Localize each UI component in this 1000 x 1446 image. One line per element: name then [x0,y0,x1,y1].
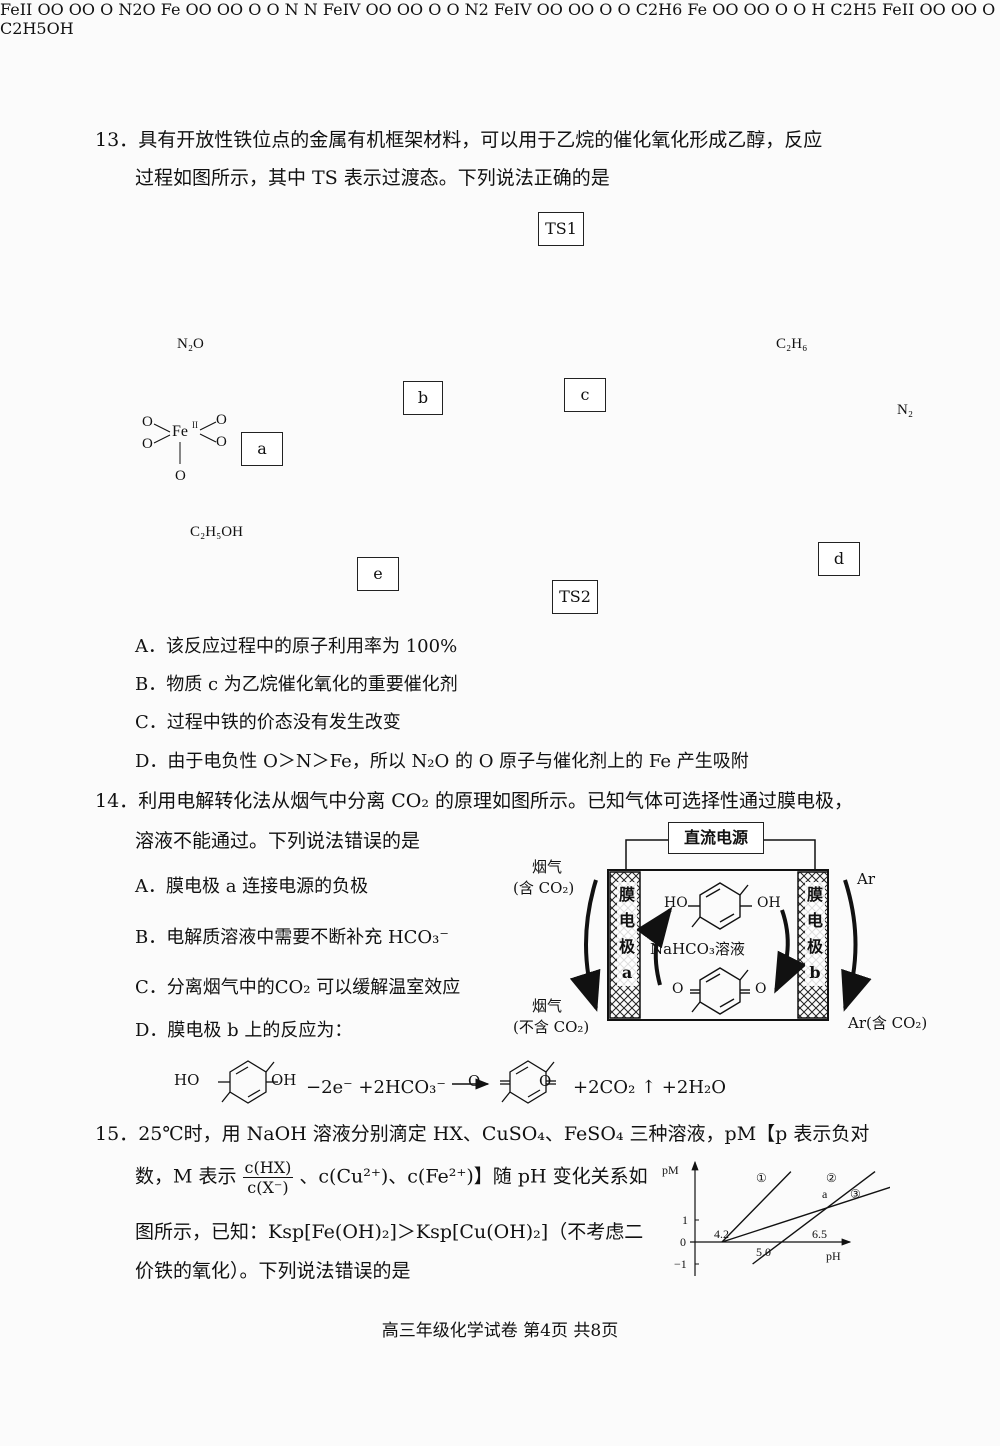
page-footer: 高三年级化学试卷 第4页 共8页 [381,1321,619,1341]
q13-stem-text1: 具有开放性铁位点的金属有机框架材料，可以用于乙烷的催化氧化形成乙醇，反应 [138,129,823,151]
dc-power-source: 直流电源 [668,822,764,854]
q15-line2: 数，M 表示 c(HX) c(X⁻) 、c(Cu²⁺)、c(Fe²⁺)】随 pH… [135,1158,648,1198]
ar-in-label: Ar [857,870,876,888]
svg-text:O: O [216,412,227,428]
q14-number: 14． [95,790,139,812]
tick-y-1: 1 [682,1213,688,1227]
annotation-series-2: ② [826,1171,837,1185]
tick-x-6.5: 6.5 [812,1227,827,1241]
quinone-o-left: O [672,981,684,997]
product-c2h5oh: C₂H₅OH [190,524,243,540]
tick-y-0: 0 [680,1235,686,1249]
box-d: d [818,542,860,576]
reagent-n2o-in: N₂O [177,336,204,352]
q15-line3: 图所示，已知：Ksp[Fe(OH)₂]＞Ksp[Cu(OH)₂]（不考虑二 [135,1221,644,1243]
equation-mid: −2e⁻ +2HCO₃⁻ [306,1077,446,1098]
equation-oh: OH [271,1071,297,1089]
q13-stem-line2: 过程如图所示，其中 TS 表示过渡态。下列说法正确的是 [135,167,610,189]
hydroquinone-ho-label: HO [664,895,688,911]
q13-stem-line1: 13．具有开放性铁位点的金属有机框架材料，可以用于乙烷的催化氧化形成乙醇，反应 [95,126,822,155]
flue-gas-in-label: 烟气 [532,858,563,876]
q14-stem-line1: 14．利用电解转化法从烟气中分离 CO₂ 的原理如图所示。已知气体可选择性通过膜… [95,787,853,816]
box-b: b [403,381,443,415]
q13-number: 13． [95,129,139,151]
equation-o-right: O [539,1072,552,1090]
svg-text:O: O [175,468,186,484]
equation-right: +2CO₂ ↑ +2H₂O [573,1077,727,1098]
svg-text:II: II [192,420,198,430]
series-layer [721,1171,890,1265]
complex-b-n2o-adsorbed: FeII OO OO O N2O [0,0,156,19]
box-ts1: TS1 [538,212,584,246]
electrode-b-label: 膜 电 极 b [805,882,825,986]
transition-state-ts2: Fe OO OO O O H C2H5 [687,0,877,19]
equation-o-left: O [468,1072,481,1090]
quinone-o-right: O [755,981,767,997]
q13-option-a: A．该反应过程中的原子利用率为 100% [135,636,458,657]
product-n2: N₂ [897,402,914,418]
svg-text:O: O [216,434,227,450]
q15-line1-text: 25℃时，用 NaOH 溶液分别滴定 HX、CuSO₄、FeSO₄ 三种溶液，p… [138,1123,870,1145]
hydroquinone-structure [688,882,752,930]
series-line-2 [752,1171,876,1265]
transition-state-ts1: Fe OO OO O O N N [160,0,318,19]
ar-out-label: Ar(含 CO₂) [848,1014,928,1032]
tick-x-4.2: 4.2 [714,1227,729,1241]
series-line-1 [721,1171,792,1243]
svg-text:O: O [142,414,153,430]
complex-d-ethane-adsorbed: FeIV OO OO O O C2H6 [493,0,683,19]
annotation-point-a: a [822,1187,828,1201]
reagent-c2h6: C₂H₆ [776,336,808,352]
svg-text:Fe: Fe [172,423,188,440]
annotation-series-3: ③ [850,1187,861,1201]
q14-option-d: D．膜电极 b 上的反应为： [135,1020,353,1041]
q14-option-a: A．膜电极 a 连接电源的负极 [135,876,369,897]
complex-c-fe-iv-oxo: FeIV OO OO O O N2 [322,0,489,19]
q14-option-b: B．电解质溶液中需要不断补充 HCO₃⁻ [135,927,449,948]
ar-gas-flow-arrow [841,879,872,1012]
q15-fraction: c(HX) c(X⁻) [242,1158,294,1198]
b-n2o-label: N2O [118,0,156,19]
q13-option-d: D．由于电负性 O＞N＞Fe，所以 N₂O 的 O 原子与催化剂上的 Fe 产生… [135,751,749,772]
flue-gas-in-label-2: (含 CO₂) [513,879,575,897]
quinone-structure [690,967,750,1015]
q15-number: 15． [95,1123,139,1145]
q15-pm-ph-chart: pM pH 1 0 −1 4.2 5.0 6.5 ① ② ③ a [662,1160,890,1276]
flue-gas-out-label: 烟气 [532,997,563,1015]
equation-ho: HO [174,1071,200,1089]
q15-line1: 15．25℃时，用 NaOH 溶液分别滴定 HX、CuSO₄、FeSO₄ 三种溶… [95,1120,869,1149]
y-axis-label: pM [662,1163,679,1177]
box-ts2: TS2 [552,580,598,614]
x-axis-label: pH [826,1249,841,1263]
nahco3-solution-label: NaHCO₃溶液 [650,940,745,958]
complex-e-ethanol-adsorbed: FeII OO OO O C2H5OH [0,0,996,38]
q13-option-b: B．物质 c 为乙烷催化氧化的重要催化剂 [135,674,458,695]
tick-y-neg1: −1 [674,1257,687,1271]
tick-x-5.0: 5.0 [756,1245,771,1259]
q13-option-c: C．过程中铁的价态没有发生改变 [135,712,401,733]
box-c: c [564,378,606,412]
q14-equation-structures [218,1060,556,1104]
svg-text:O: O [142,436,153,452]
flue-gas-flow-arrow [569,879,601,1012]
q14-stem-line2: 溶液不能通过。下列说法错误的是 [135,830,421,852]
box-a: a [241,432,283,466]
hydroquinone-oh-label: OH [757,895,781,911]
annotation-series-1: ① [756,1171,767,1185]
flue-gas-out-label-2: (不含 CO₂) [513,1018,590,1036]
electrode-a-label: 膜 电 极 a [617,882,637,986]
q14-stem-text1: 利用电解转化法从烟气中分离 CO₂ 的原理如图所示。已知气体可选择性通过膜电极， [138,790,853,812]
series-line-3 [721,1186,890,1243]
q15-line4: 价铁的氧化）。下列说法错误的是 [135,1260,411,1282]
q14-option-c: C．分离烟气中的CO₂ 可以缓解温室效应 [135,977,461,998]
box-e: e [357,557,399,591]
